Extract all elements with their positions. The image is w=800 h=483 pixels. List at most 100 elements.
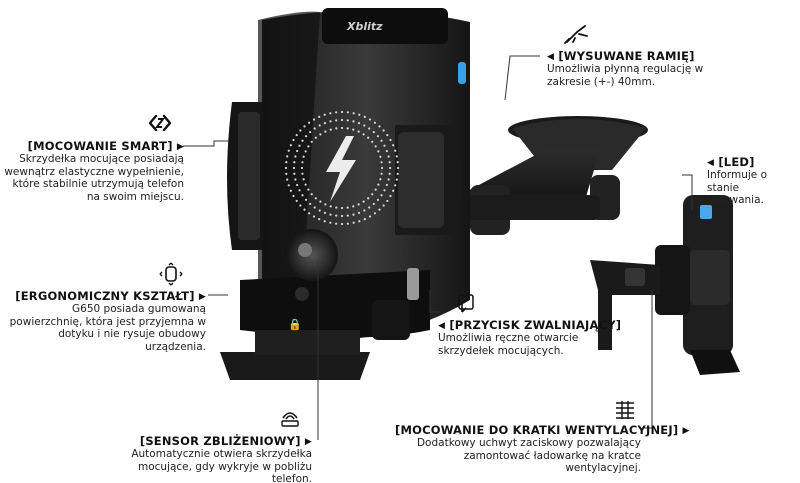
- ring-dot: [376, 198, 380, 201]
- ring-dot: [323, 211, 327, 214]
- main-holder: Xblitz 🔒: [220, 8, 470, 380]
- ring-dot: [362, 133, 365, 136]
- ring-dot: [310, 140, 313, 143]
- ring-dot: [346, 222, 349, 225]
- ring-dot: [287, 149, 290, 152]
- ring-dot: [323, 122, 327, 125]
- annotation-text: Informuje o stanie ładowania.: [707, 169, 768, 206]
- brand-logo: Xblitz: [346, 20, 383, 33]
- ring-dot: [367, 136, 370, 139]
- ring-dot: [296, 183, 299, 187]
- ring-dot: [377, 150, 380, 153]
- ring-dot: [383, 144, 386, 147]
- ring-dot: [352, 112, 355, 115]
- ring-dot: [307, 121, 311, 124]
- ring-dot: [371, 193, 374, 196]
- ring-dot: [386, 133, 389, 137]
- ring-dot: [302, 155, 305, 158]
- ring-dot: [324, 130, 327, 133]
- ring-dot: [329, 213, 332, 216]
- arrows-horizontal-icon: [146, 110, 174, 136]
- release-button-icon: [454, 293, 476, 315]
- proximity-sensor-icon: [278, 404, 302, 428]
- release-button-part: [407, 268, 419, 300]
- ring-dot: [346, 127, 349, 130]
- vent-mount-product: [590, 195, 740, 375]
- ring-dot: [309, 130, 312, 134]
- ring-dot: [352, 120, 355, 123]
- ring-dot: [323, 220, 326, 223]
- ring-dot: [368, 215, 372, 218]
- ring-dot: [382, 129, 385, 132]
- ring-dot: [386, 199, 389, 203]
- ring-dot: [371, 140, 374, 143]
- ring-dot: [307, 212, 311, 215]
- ring-dot: [392, 189, 395, 192]
- ring-dot: [304, 135, 308, 138]
- ring-dot: [394, 149, 397, 152]
- ring-dot: [301, 172, 304, 175]
- ring-dot: [299, 204, 302, 207]
- ring-dot: [363, 218, 366, 221]
- ring-dot: [387, 178, 390, 181]
- ring-dot: [319, 200, 322, 203]
- ring-dot: [310, 193, 313, 196]
- ring-dot: [340, 214, 344, 218]
- ring-dot: [335, 206, 338, 209]
- ring-dot: [358, 113, 361, 116]
- ring-dot: [299, 129, 302, 132]
- ring-dot: [329, 128, 332, 131]
- ring-dot: [318, 115, 321, 118]
- ring-dot: [380, 139, 383, 142]
- ring-dot: [380, 166, 384, 170]
- ring-dot: [284, 166, 288, 170]
- ring-dot: [303, 125, 306, 128]
- ring-dot: [285, 172, 288, 175]
- ring-dot: [363, 124, 366, 127]
- ring-dot: [396, 172, 399, 175]
- lightning-symbol: [326, 136, 356, 202]
- ring-dot: [285, 161, 288, 164]
- ring-dot: [329, 221, 332, 224]
- ring-dot: [396, 166, 400, 170]
- ergonomic-shape-icon: [159, 262, 183, 286]
- ring-dot: [289, 189, 292, 192]
- annotation-title: [MOCOWANIE SMART] ▶: [27, 139, 184, 153]
- annotation-sensor: [SENSOR ZBLIŻENIOWY] ▶ Automatycznie otw…: [130, 434, 312, 483]
- ring-dot: [313, 127, 316, 130]
- ring-dot: [357, 211, 361, 214]
- annotation-title: [SENSOR ZBLIŻENIOWY] ▶: [139, 434, 312, 448]
- annotation-release: ◀ [PRZYCISK ZWALNIAJĄCY] Umożliwia ręczn…: [438, 318, 621, 357]
- ring-dot: [298, 189, 301, 192]
- annotation-arm: ◀ [WYSUWANE RAMIĘ] Umożliwia płynną regu…: [547, 49, 747, 88]
- ring-dot: [346, 119, 349, 122]
- annotation-vent: [MOCOWANIE DO KRATKI WENTYLACYJNEJ] ▶ Do…: [395, 423, 689, 475]
- ring-dot: [352, 205, 355, 208]
- ring-dot: [383, 189, 386, 192]
- ring-dot: [318, 209, 321, 212]
- ring-dot: [346, 111, 349, 114]
- ring-dot: [373, 121, 377, 124]
- ring-dot: [346, 206, 349, 209]
- ring-dot: [340, 126, 344, 130]
- ring-dot: [295, 199, 298, 203]
- ring-dot: [368, 118, 372, 121]
- ring-dot: [314, 136, 317, 139]
- ring-dot: [396, 161, 399, 164]
- ring-dot: [374, 188, 377, 191]
- ring-dot: [363, 209, 366, 212]
- ring-dot: [286, 155, 289, 158]
- ring-dot: [340, 110, 344, 114]
- ring-dot: [289, 144, 292, 147]
- ring-dot: [307, 145, 310, 148]
- ring-dot: [379, 178, 382, 181]
- annotation-text: Skrzydełka mocujące posiadają wewnątrz e…: [4, 153, 184, 203]
- led-indicator: [458, 62, 466, 84]
- ring-dot: [377, 183, 380, 186]
- annotation-text: G650 posiada gumowaną powierzchnię, któr…: [9, 303, 206, 353]
- ring-dot: [362, 200, 365, 203]
- ring-dot: [304, 198, 308, 201]
- ring-dot: [340, 222, 344, 226]
- ring-dot: [392, 144, 395, 147]
